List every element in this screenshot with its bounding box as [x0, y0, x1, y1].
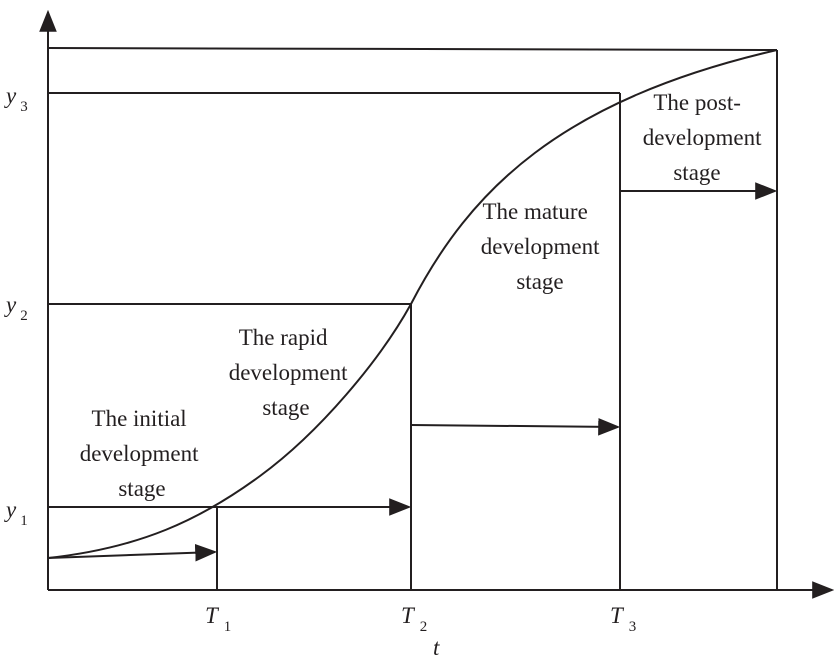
- top-boundary-line: [47, 47, 778, 51]
- initial-stage-arrow: [47, 543, 218, 562]
- mature-stage-label: The mature development stage: [481, 199, 606, 294]
- initial-stage-label: The initial development stage: [80, 406, 205, 501]
- rapid-stage-label: The rapid development stage: [229, 325, 354, 420]
- growth-s-curve: [47, 49, 778, 559]
- mature-stage-arrow: [410, 418, 621, 436]
- x-axis-title: t: [433, 635, 440, 660]
- post-stage-label: The post- development stage: [643, 90, 768, 185]
